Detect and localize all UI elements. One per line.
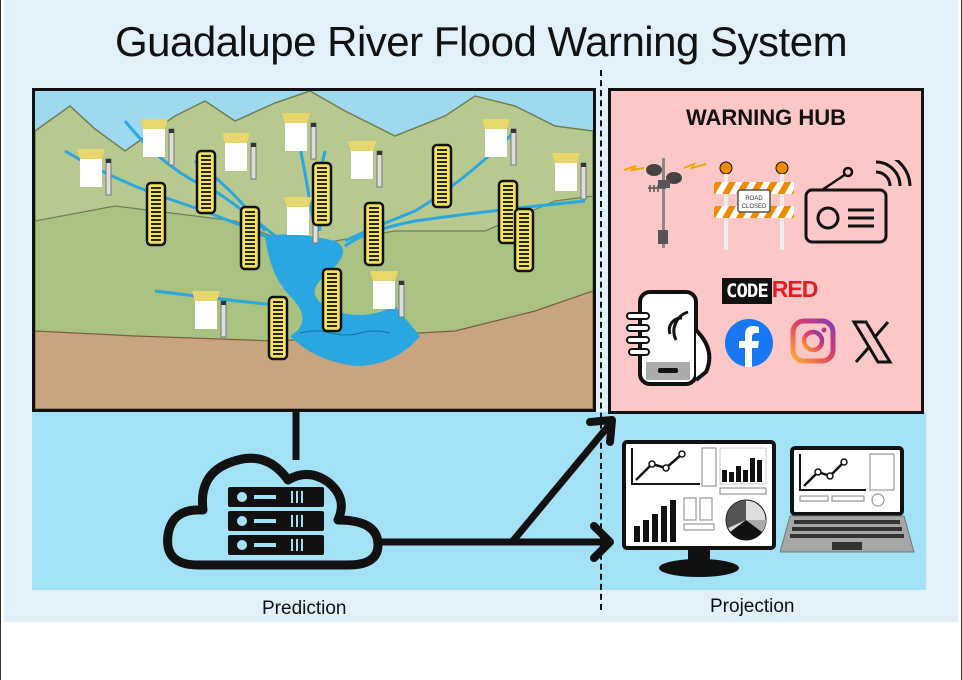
output-arrows <box>380 416 616 562</box>
radio-icon <box>804 160 912 244</box>
water-level-sensor-icon <box>267 295 289 361</box>
codered-red: RED <box>771 276 819 302</box>
water-level-sensors <box>145 143 535 361</box>
instagram-icon[interactable] <box>790 318 836 364</box>
rain-gauge-icon <box>348 141 383 188</box>
road-closed-barrier-icon: ROAD CLOSED <box>714 161 794 250</box>
river-lake <box>265 234 420 366</box>
road-sign-line1: ROAD <box>745 196 763 202</box>
facebook-icon[interactable] <box>724 318 774 368</box>
rain-gauge-icon <box>140 119 175 166</box>
x-logo-icon[interactable] <box>850 320 894 364</box>
desktop-dashboard-icon <box>622 440 776 577</box>
arrow-to-warning-hub <box>509 421 613 545</box>
water-level-sensor-icon <box>497 179 519 245</box>
water-level-sensor-icon <box>321 267 343 333</box>
section-divider <box>600 70 602 610</box>
rain-gauge-icon <box>192 291 227 338</box>
water-level-sensor-icon <box>195 149 217 215</box>
laptop-dashboard-icon <box>780 446 915 553</box>
rain-gauge-icon <box>552 153 587 200</box>
rain-gauge-icon <box>482 119 517 166</box>
prediction-label: Prediction <box>262 598 347 619</box>
warning-hub-title: WARNING HUB <box>685 105 847 130</box>
water-level-sensor-icon <box>513 207 535 273</box>
rain-gauge-icon <box>77 149 112 196</box>
water-level-sensor-icon <box>311 161 333 227</box>
road-sign-line2: CLOSED <box>742 204 767 210</box>
server-rack-icon <box>228 487 324 555</box>
projection-label: Projection <box>710 596 795 617</box>
cloud-server-icon <box>163 453 383 570</box>
rain-gauge-icon <box>370 271 405 318</box>
water-level-sensor-icon <box>239 205 261 271</box>
watershed-map <box>32 88 596 412</box>
rain-gauges <box>77 113 587 338</box>
water-level-sensor-icon <box>363 201 385 267</box>
siren-tower-icon <box>623 158 707 248</box>
rain-gauge-icon <box>222 133 257 180</box>
mobile-phone-icon <box>626 290 712 386</box>
water-ripples <box>299 330 391 336</box>
rain-gauge-icon <box>282 113 317 160</box>
water-level-sensor-icon <box>431 143 453 209</box>
watershed-illustration <box>35 91 593 409</box>
diagram-title: Guadalupe River Flood Warning System <box>114 18 848 65</box>
codered-code: CODE <box>722 278 772 304</box>
map-to-cloud-connector <box>292 410 300 460</box>
water-level-sensor-icon <box>145 181 167 247</box>
